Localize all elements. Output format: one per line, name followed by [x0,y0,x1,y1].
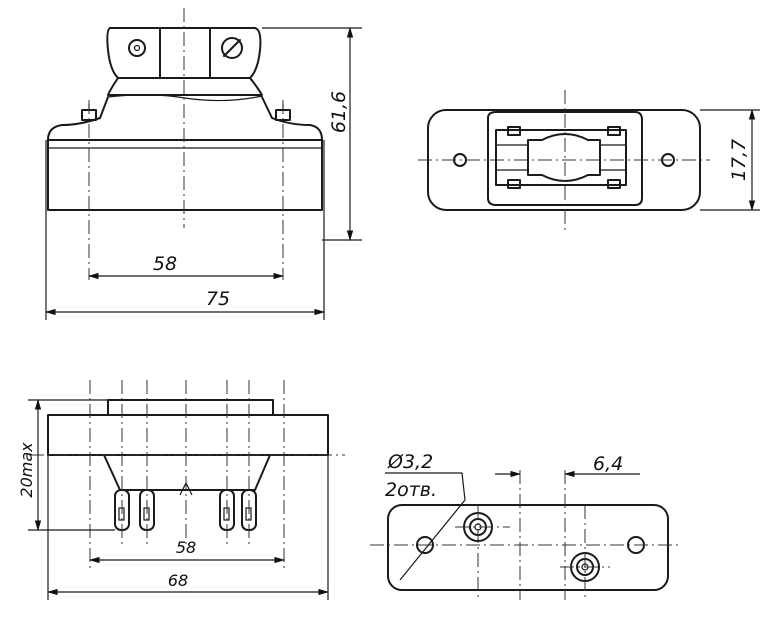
mounting-hole-icon [416,536,434,554]
height-dimension: 61,6 [328,91,350,133]
height-max-dimension: 20max [17,442,36,498]
pin-offset-dimension: 6,4 [593,453,623,475]
side-view: 20max 58 68 [17,380,345,600]
top-view: 17,7 [418,90,760,230]
side-mount-spacing-dimension: 58 [176,538,196,557]
screw-icon [221,37,243,59]
front-view: 61,6 58 75 [44,8,362,320]
screw-icon [128,39,146,57]
width-dimension: 17,7 [728,139,750,181]
base-plate-view: Ø3,2 2отв. 6,4 [370,451,680,600]
hole-count-label: 2отв. [385,479,437,501]
overall-width-dimension: 75 [206,288,230,310]
base-width-dimension: 68 [168,571,188,590]
mount-spacing-dimension: 58 [153,253,177,275]
hole-diameter-label: Ø3,2 [387,451,433,473]
